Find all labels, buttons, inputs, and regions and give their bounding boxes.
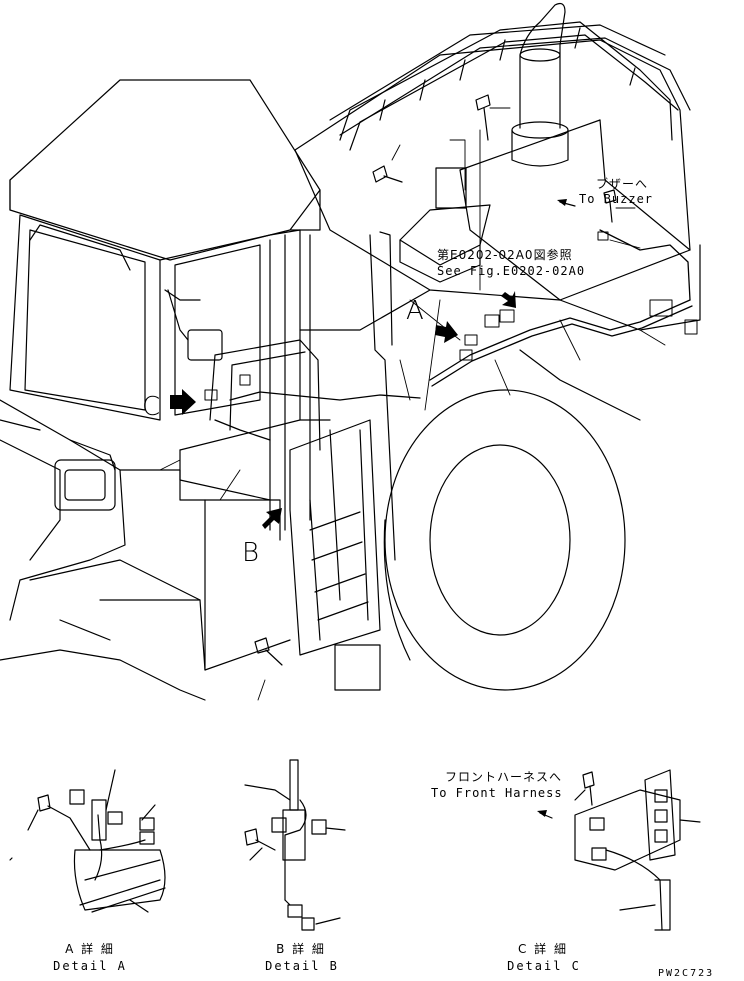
leader-lines: [159, 107, 666, 701]
buzzer-arrow: [557, 199, 576, 207]
drawing-code: PW2C723: [658, 968, 715, 979]
arrow-icon: [501, 291, 516, 308]
buzzer-callout-jp: ブザーへ: [596, 177, 649, 191]
exhaust-stack: [511, 2, 569, 167]
view-label-a: A: [406, 296, 424, 326]
see-figure-callout-en: See Fig.E0202-02A0: [437, 264, 586, 278]
ladder: [289, 419, 381, 691]
bolt-icon: [603, 189, 617, 223]
bolt-icon: [475, 94, 491, 141]
detail-b-caption-jp: B 詳 細: [276, 942, 326, 956]
detail-a-caption-en: Detail A: [53, 959, 127, 973]
buzzer-callout-en: To Buzzer: [579, 192, 654, 206]
see-figure-callout-jp: 第E0202-02A0図参照: [437, 248, 573, 262]
wiring-harness: [164, 229, 693, 441]
detail-b-caption-en: Detail B: [265, 959, 339, 973]
detail-c-drawing: [574, 769, 701, 931]
operator-cab: [9, 79, 321, 531]
engine-hood: [294, 24, 701, 421]
bolt-icon-group: [254, 94, 617, 666]
arrow-icon: [262, 508, 282, 529]
detail-b-drawing: [244, 759, 346, 931]
arrow-icon: [537, 810, 547, 817]
rear-tire: [383, 389, 626, 691]
detail-c-caption-en: Detail C: [507, 959, 581, 973]
arrow-icon: [557, 199, 567, 206]
view-label-c: C: [142, 392, 161, 422]
arrow-icon: [435, 321, 458, 343]
front-harness-callout-en: To Front Harness: [431, 786, 563, 800]
view-arrows: [170, 291, 516, 529]
view-label-b: B: [242, 538, 260, 568]
detail-a-caption-jp: A 詳 細: [65, 942, 115, 956]
side-mirror: [167, 289, 223, 361]
bolt-icon: [372, 165, 403, 183]
detail-c-caption-jp: C 詳 細: [517, 942, 568, 956]
bolt-icon: [254, 637, 283, 666]
hood-handrail: [339, 21, 679, 151]
detail-a-drawing: [9, 769, 166, 913]
platform-handrail: [179, 231, 396, 561]
front-harness-callout-jp: フロントハーネスへ: [445, 770, 563, 784]
harness-arrow: [537, 810, 553, 819]
arrow-icon: [170, 389, 196, 415]
connectors: [204, 231, 698, 401]
